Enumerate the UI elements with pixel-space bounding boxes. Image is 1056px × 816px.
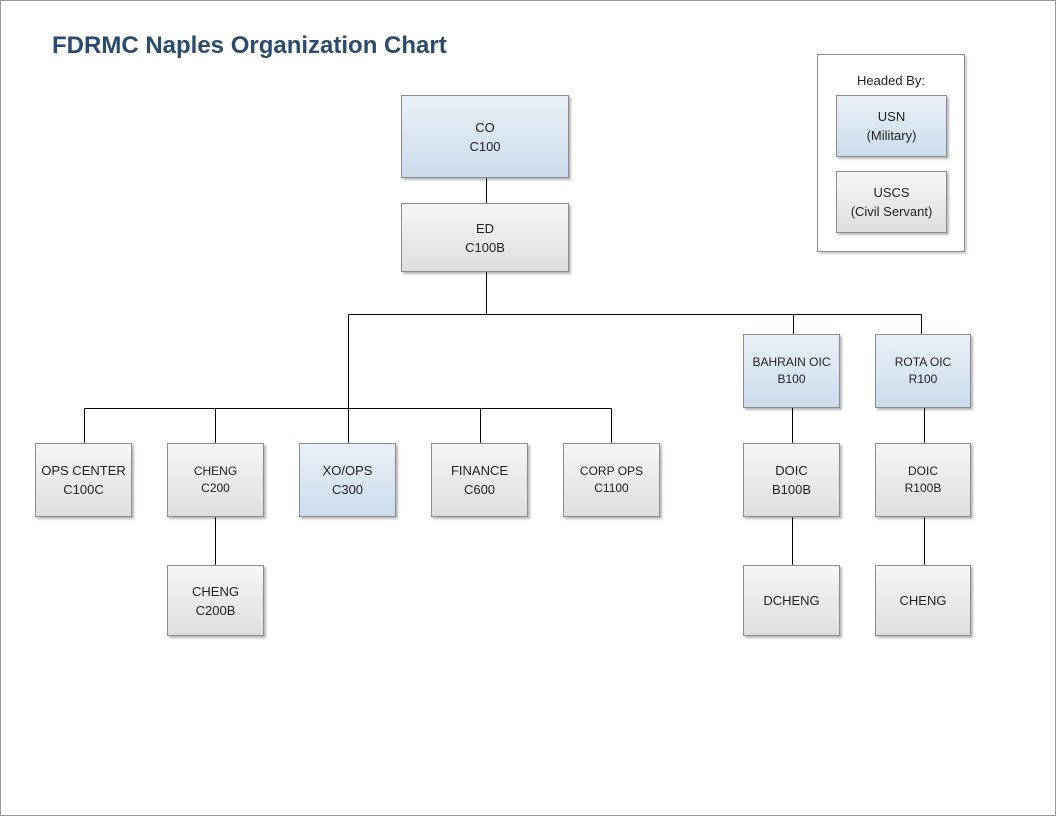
node-co: CO C100 (401, 95, 569, 178)
node-cheng-b-title: CHENG (192, 583, 239, 599)
node-corp-ops-code: C1100 (594, 481, 629, 495)
node-cheng: CHENG C200 (167, 443, 264, 517)
node-cheng-b: CHENG C200B (167, 565, 264, 636)
node-finance-code: C600 (463, 482, 496, 497)
node-cheng-b-code: C200B (195, 602, 236, 618)
legend-uscs: USCS (Civil Servant) (836, 171, 947, 233)
node-bahrain-oic: BAHRAIN OIC B100 (743, 334, 840, 408)
node-finance: FINANCE C600 (431, 443, 528, 517)
node-ed-code: C100B (465, 239, 505, 255)
legend-usn-line2: (Military) (866, 128, 917, 143)
node-rota-oic-title: ROTA OIC (894, 355, 952, 369)
node-bahrain-doic-code: B100B (771, 482, 812, 497)
node-rota-doic-title: DOIC (908, 464, 938, 478)
node-rota-cheng-title: CHENG (899, 593, 947, 608)
node-rota-cheng: CHENG (875, 565, 971, 636)
legend-usn: USN (Military) (836, 95, 947, 157)
node-corp-ops-title: CORP OPS (579, 464, 644, 478)
legend-uscs-line1: USCS (873, 185, 910, 200)
node-rota-oic-code: R100 (908, 372, 938, 386)
legend-uscs-line2: (Civil Servant) (850, 204, 933, 219)
node-cheng-code: C200 (201, 481, 230, 495)
node-bahrain-doic: DOIC B100B (743, 443, 840, 517)
node-ed-title: ED (475, 220, 495, 236)
node-co-code: C100 (469, 138, 501, 154)
node-xo-ops-code: C300 (331, 482, 364, 497)
node-rota-oic: ROTA OIC R100 (875, 334, 971, 408)
node-ops-center: OPS CENTER C100C (35, 443, 132, 517)
node-rota-doic: DOIC R100B (875, 443, 971, 517)
node-bahrain-oic-code: B100 (777, 372, 806, 386)
node-xo-ops-title: XO/OPS (322, 463, 373, 478)
node-ops-center-code: C100C (63, 482, 104, 497)
node-finance-title: FINANCE (450, 463, 509, 478)
node-cheng-title: CHENG (193, 464, 238, 478)
legend-title: Headed By: (857, 73, 925, 88)
node-bahrain-doic-title: DOIC (775, 463, 808, 478)
chart-title: FDRMC Naples Organization Chart (52, 32, 447, 59)
node-co-title: CO (475, 119, 495, 135)
node-ops-center-title: OPS CENTER (41, 463, 126, 478)
node-dcheng-title: DCHENG (763, 593, 820, 608)
legend-usn-line1: USN (877, 109, 906, 124)
node-xo-ops: XO/OPS C300 (299, 443, 396, 517)
node-rota-doic-code: R100B (904, 481, 942, 495)
node-ed: ED C100B (401, 203, 569, 272)
node-bahrain-oic-title: BAHRAIN OIC (752, 355, 831, 369)
node-corp-ops: CORP OPS C1100 (563, 443, 660, 517)
node-dcheng: DCHENG (743, 565, 840, 636)
